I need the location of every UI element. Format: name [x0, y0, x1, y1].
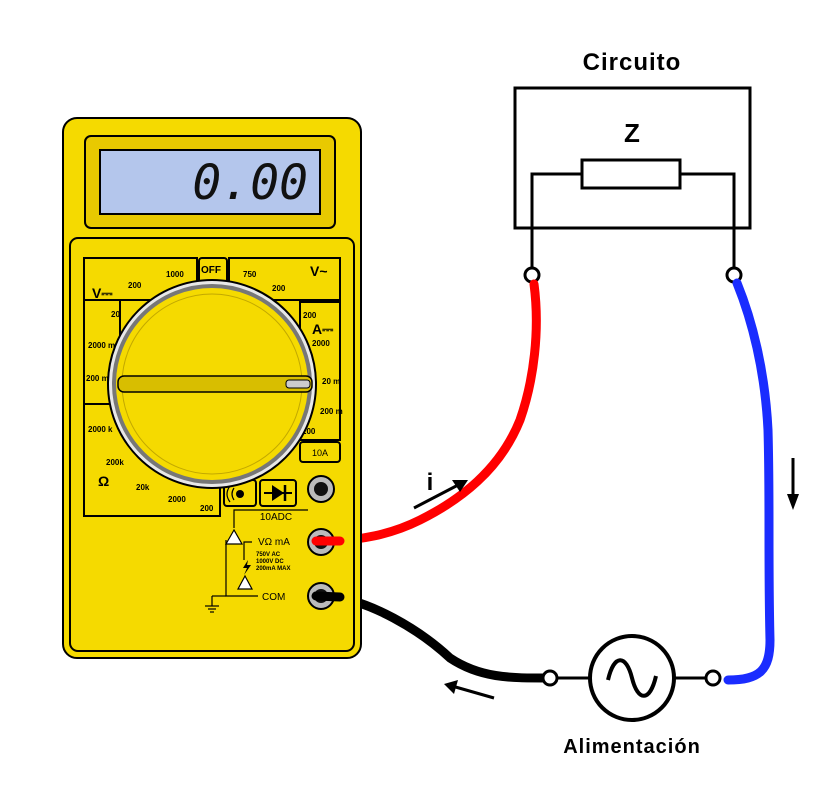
terminal-left [523, 266, 541, 284]
multimeter: 0.00 OFF V⎓ V~ A⎓ Ω 10A 1000 200 20 2000… [62, 117, 362, 659]
impedance-z [530, 158, 736, 268]
tick-dcv-20: 20 [111, 310, 120, 319]
source-label: Alimentación [563, 736, 701, 758]
circuit-title: Circuito [583, 49, 682, 76]
impedance-label: Z [624, 118, 640, 148]
jack-wiring [211, 509, 308, 606]
warning-triangle-icon [224, 528, 254, 590]
circuit-box [513, 86, 752, 230]
tick-ohm-200: 200 [200, 504, 214, 513]
jack-10adc-label: 10ADC [260, 512, 292, 523]
off-label: OFF [201, 265, 221, 276]
current-label: i [427, 469, 434, 496]
return-arrow-icon [444, 680, 495, 700]
tick-ohm-2000: 2000 [168, 495, 186, 504]
ground-icon [205, 605, 219, 613]
tick-dca-200b: 200 [302, 427, 316, 436]
dial-pointer [285, 379, 311, 389]
jack-com-label: COM [262, 592, 285, 603]
tick-dca-20m: 20 m [322, 377, 340, 386]
down-arrow-icon [787, 458, 799, 510]
wire-black-plug [311, 591, 345, 602]
warning-line-2: 1000V DC [256, 559, 284, 565]
tick-dca-200: 200 [303, 311, 317, 320]
warning-line-3: 200mA MAX [256, 566, 290, 572]
dcv-label: V⎓ [92, 285, 113, 301]
wire-black [323, 591, 550, 683]
range-10a-label: 10A [312, 448, 328, 458]
tick-dcv-1000: 1000 [166, 270, 184, 279]
rotary-dial[interactable] [107, 279, 317, 489]
acv-label: V~ [310, 263, 328, 279]
tick-dca-200m: 200 m [320, 407, 343, 416]
lcd-display [99, 149, 321, 215]
warning-line-1: 750V AC [256, 552, 281, 558]
buzzer-icon [226, 485, 244, 503]
dca-label: A⎓ [312, 321, 334, 337]
current-arrow-icon [413, 480, 468, 510]
ohm-label: Ω [98, 473, 109, 489]
wire-blue [723, 278, 775, 685]
tick-ohm-2000k: 2000 k [88, 425, 113, 434]
lightning-icon [243, 560, 251, 575]
tick-dcv-200m: 200 m [86, 374, 109, 383]
tick-acv-750: 750 [243, 270, 257, 279]
jack-vma-label: VΩ mA [258, 537, 290, 548]
tick-dcv-2000m: 2000 m [88, 341, 115, 350]
sine-wave-icon [606, 658, 658, 698]
ac-source [541, 634, 722, 722]
diode-icon [264, 485, 292, 501]
tick-ohm-200k: 200k [106, 458, 124, 467]
tick-acv-200: 200 [272, 284, 286, 293]
wire-red [325, 279, 541, 546]
tick-dca-2000: 2000 [312, 339, 330, 348]
tick-ohm-20k: 20k [136, 483, 150, 492]
lcd-value: 0.00 [192, 155, 308, 211]
tick-dcv-200: 200 [128, 281, 142, 290]
jack-10adc[interactable] [307, 475, 335, 503]
